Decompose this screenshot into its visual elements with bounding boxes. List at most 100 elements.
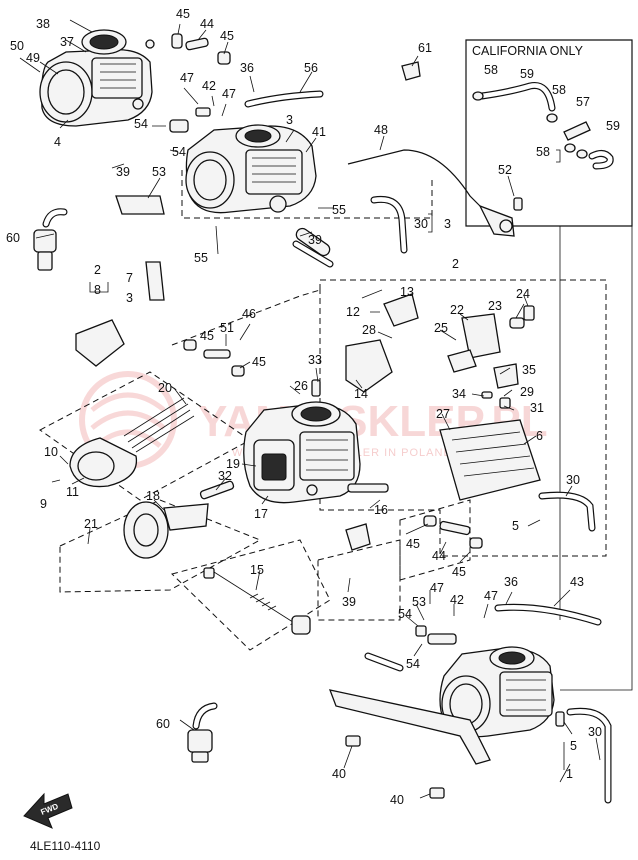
callout-4: 4 [54, 135, 61, 149]
callout-45-e: 45 [406, 537, 420, 551]
callout-54-a: 54 [134, 117, 148, 131]
callout-45-b: 45 [220, 29, 234, 43]
diagram-code: 4LE110-4110 [30, 839, 101, 853]
callout-40-a: 40 [332, 767, 346, 781]
callout-60-b: 60 [156, 717, 170, 731]
callout-58-c: 58 [536, 145, 550, 159]
callout-36-a: 36 [240, 61, 254, 75]
carburetor-top-left [39, 29, 155, 127]
callout-35: 35 [522, 363, 536, 377]
throttle-cable [347, 149, 489, 215]
callout-58-a: 58 [484, 63, 498, 77]
callout-30-b: 30 [566, 473, 580, 487]
callout-30-c: 30 [588, 725, 602, 739]
callout-1: 1 [566, 767, 573, 781]
callout-26: 26 [294, 379, 308, 393]
callout-41: 41 [312, 125, 326, 139]
carburetor-bottom-right [439, 646, 555, 738]
callout-57: 57 [576, 95, 590, 109]
callout-48: 48 [374, 123, 388, 137]
callout-21: 21 [84, 517, 98, 531]
california-box-title: CALIFORNIA ONLY [472, 44, 584, 58]
callout-33: 33 [308, 353, 322, 367]
callout-38: 38 [36, 17, 50, 31]
callout-45-d: 45 [252, 355, 266, 369]
callout-53-b: 53 [412, 595, 426, 609]
callout-11: 11 [66, 485, 79, 499]
callout-55-b: 55 [194, 251, 208, 265]
callout-44-a: 44 [200, 17, 214, 31]
watermark-logo-swirl [90, 392, 166, 448]
small-parts [69, 33, 565, 799]
leader-lines [19, 19, 601, 799]
callout-8: 8 [94, 283, 101, 297]
callout-47-c: 47 [430, 581, 444, 595]
callout-3-a: 3 [286, 113, 293, 127]
callout-24: 24 [516, 287, 530, 301]
callout-53-a: 53 [152, 165, 166, 179]
callout-47-b: 47 [222, 87, 236, 101]
callout-42-b: 42 [450, 593, 464, 607]
callout-60-a: 60 [6, 231, 20, 245]
callout-59-a: 59 [520, 67, 534, 81]
callout-15: 15 [250, 563, 264, 577]
callout-50: 50 [10, 39, 24, 53]
callout-20: 20 [158, 381, 172, 395]
callout-61: 61 [418, 41, 432, 55]
callout-29: 29 [520, 385, 534, 399]
callout-59-b: 59 [606, 119, 620, 133]
callout-19: 19 [226, 457, 240, 471]
callout-14: 14 [354, 387, 368, 401]
callout-39-a: 39 [116, 165, 130, 179]
callout-5-b: 5 [570, 739, 577, 753]
callout-18: 18 [146, 489, 160, 503]
callout-25: 25 [434, 321, 448, 335]
callout-5-a: 5 [512, 519, 519, 533]
callout-22: 22 [450, 303, 464, 317]
hoses [42, 90, 612, 804]
callout-27: 27 [436, 407, 450, 421]
forward-arrow: FWD [23, 792, 73, 829]
carburetor-center [243, 401, 361, 504]
callout-44-b: 44 [432, 549, 446, 563]
callout-54-c: 54 [398, 607, 412, 621]
callout-46: 46 [242, 307, 256, 321]
callout-42-a: 42 [202, 79, 216, 93]
callout-3-b: 3 [444, 217, 451, 231]
callout-9: 9 [40, 497, 47, 511]
callout-45-f: 45 [452, 565, 466, 579]
callout-58-b: 58 [552, 83, 566, 97]
callout-39-b: 39 [308, 233, 322, 247]
callout-34: 34 [452, 387, 466, 401]
callout-36-b: 36 [504, 575, 518, 589]
callout-10: 10 [44, 445, 58, 459]
callout-54-d: 54 [406, 657, 420, 671]
callout-3-c: 3 [126, 291, 133, 305]
filter-fittings [33, 229, 213, 763]
callout-56: 56 [304, 61, 318, 75]
callout-43: 43 [570, 575, 584, 589]
callout-37: 37 [60, 35, 74, 49]
callout-40-b: 40 [390, 793, 404, 807]
callout-17: 17 [254, 507, 268, 521]
callout-49: 49 [26, 51, 40, 65]
callout-7: 7 [126, 271, 133, 285]
callout-30-a: 30 [414, 217, 428, 231]
callout-47-d: 47 [484, 589, 498, 603]
callout-32: 32 [218, 469, 232, 483]
callout-6: 6 [536, 429, 543, 443]
callout-31: 31 [530, 401, 544, 415]
callout-16: 16 [374, 503, 388, 517]
carburetor-top-center [185, 124, 331, 257]
callout-39-c: 39 [342, 595, 356, 609]
callout-45-a: 45 [176, 7, 190, 21]
callout-28: 28 [362, 323, 376, 337]
callouts: 38 50 37 49 4 45 44 45 47 42 47 36 56 61… [6, 7, 620, 807]
callout-2-b: 2 [452, 257, 459, 271]
callout-23: 23 [488, 299, 502, 313]
callout-47-a: 47 [180, 71, 194, 85]
callout-12: 12 [346, 305, 360, 319]
callout-55-a: 55 [332, 203, 346, 217]
california-only-box: CALIFORNIA ONLY [465, 39, 633, 691]
